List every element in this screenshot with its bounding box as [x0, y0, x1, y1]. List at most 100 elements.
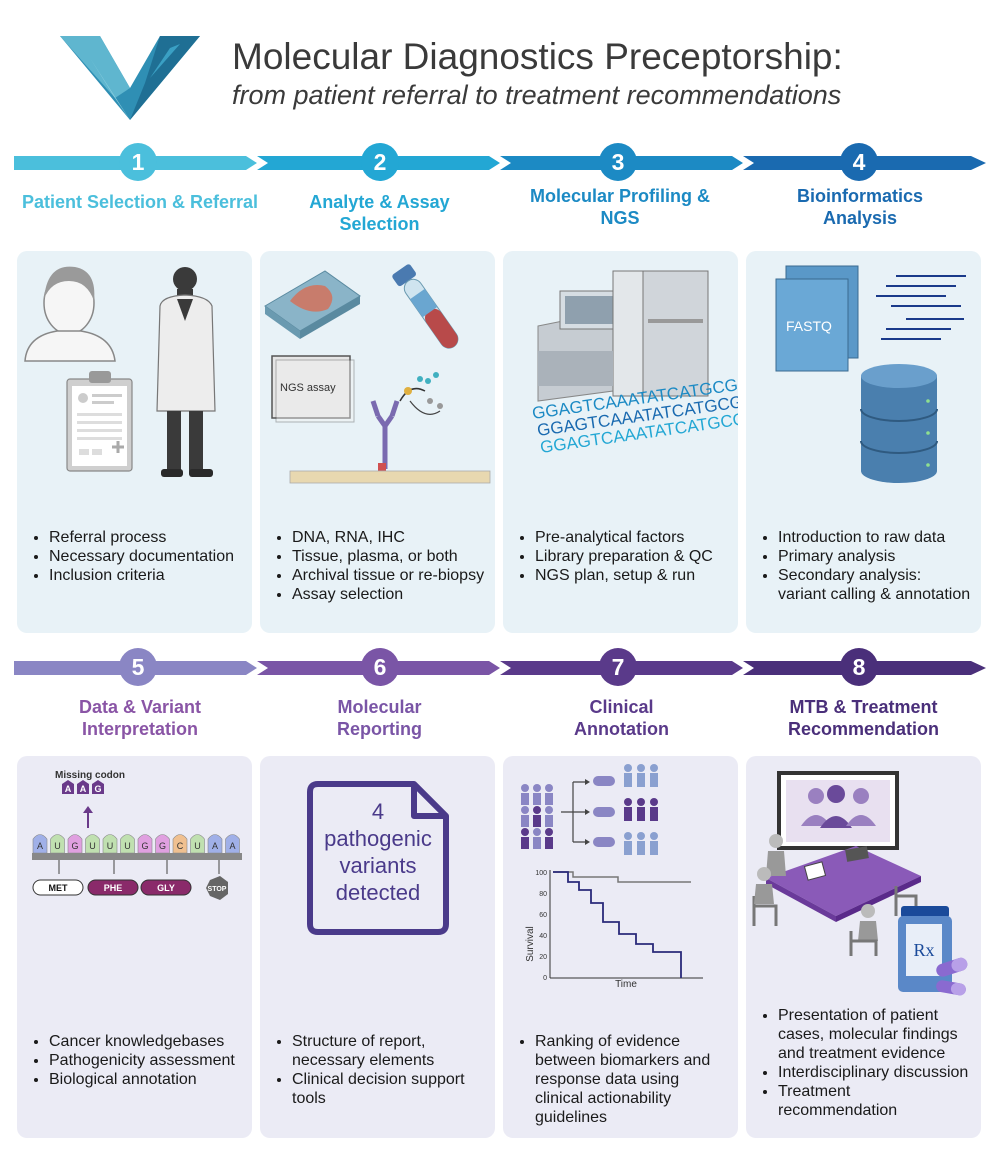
patient-cohort-illustration: [521, 764, 658, 855]
step-5-bullets: Cancer knowledgebases Pathogenicity asse…: [31, 1032, 244, 1089]
missing-codon-base: A: [62, 780, 74, 794]
antibody-illustration: [289, 372, 491, 484]
survival-y-tick: 20: [539, 954, 547, 961]
meeting-table-illustration: [752, 834, 921, 956]
survival-y-tick: 0: [543, 975, 547, 982]
svg-text:A: A: [65, 784, 72, 794]
step-1-bullets: Referral process Necessary documentation…: [31, 528, 244, 585]
svg-text:A: A: [229, 841, 235, 851]
step-1-title: Patient Selection & Referral: [21, 192, 259, 212]
mrna-base: U: [50, 834, 65, 854]
step-6-bullets: Structure of report, necessary elements …: [274, 1032, 487, 1108]
svg-text:G: G: [141, 841, 148, 851]
list-item: Structure of report, necessary elements: [292, 1032, 487, 1070]
list-item: Tissue, plasma, or both: [292, 547, 487, 566]
assay-box-illustration: NGS assay: [271, 355, 355, 423]
assay-box-label: NGS assay: [280, 382, 336, 394]
svg-text:G: G: [159, 841, 166, 851]
mrna-base: U: [190, 834, 205, 854]
fastq-label: FASTQ: [786, 318, 832, 334]
list-item: Cancer knowledgebases: [49, 1032, 244, 1051]
svg-text:GLY: GLY: [157, 883, 175, 893]
missing-codon-base: G: [92, 780, 104, 794]
blood-tube-illustration: [392, 264, 459, 349]
survival-x-label: Time: [615, 979, 637, 990]
survival-y-tick: 40: [539, 933, 547, 940]
survival-y-tick: 60: [539, 912, 547, 919]
report-line: pathogenic: [324, 826, 432, 851]
svg-text:MET: MET: [49, 883, 69, 893]
svg-text:U: U: [89, 841, 96, 851]
mrna-base: A: [32, 834, 48, 854]
svg-text:A: A: [37, 841, 43, 851]
svg-text:A: A: [80, 784, 87, 794]
step-8-panel: Rx Presentation of patient cases, molecu…: [746, 756, 981, 1138]
tissue-slide-illustration: [264, 270, 361, 339]
step-7-title: Clinical Annotation: [574, 697, 669, 739]
list-item: Necessary documentation: [49, 547, 244, 566]
list-item: Pathogenicity assessment: [49, 1051, 244, 1070]
step-1-number: 1: [119, 143, 157, 181]
step-6-number: 6: [361, 648, 399, 686]
step-4-panel: FASTQ Introduction to raw data Primary a…: [746, 251, 981, 633]
svg-text:PHE: PHE: [104, 883, 123, 893]
sequencer-illustration: [537, 270, 709, 402]
mrna-base: U: [85, 834, 100, 854]
sequence-lines-icon: [876, 275, 966, 340]
list-item: Pre-analytical factors: [535, 528, 730, 547]
svg-text:U: U: [194, 841, 201, 851]
video-screen-illustration: [777, 771, 899, 850]
list-item: Archival tissue or re-biopsy: [292, 566, 487, 585]
step-3-number: 3: [599, 143, 637, 181]
step-2-number: 2: [361, 143, 399, 181]
list-item: Biological annotation: [49, 1070, 244, 1089]
report-line: 4: [372, 799, 384, 824]
svg-text:U: U: [107, 841, 114, 851]
page-title: Molecular Diagnostics Preceptorship:: [232, 36, 843, 77]
mrna-base: G: [137, 834, 153, 854]
missing-codon-label: Missing codon: [55, 770, 125, 781]
list-item: Referral process: [49, 528, 244, 547]
report-document-icon: 4 pathogenic variants detected: [307, 781, 449, 935]
step-4-bullets: Introduction to raw data Primary analysi…: [760, 528, 973, 604]
svg-text:STOP: STOP: [208, 886, 227, 893]
page-subtitle: from patient referral to treatment recom…: [232, 80, 842, 110]
amino-acid: GLY: [140, 860, 192, 896]
step-8-bullets: Presentation of patient cases, molecular…: [760, 1006, 973, 1120]
survival-y-label: Survival: [525, 926, 536, 962]
fastq-file-illustration: FASTQ: [775, 265, 859, 372]
patient-illustration: [24, 266, 116, 362]
step-2-panel: NGS assay DNA, RNA, IHC Tissue, plasma, …: [260, 251, 495, 633]
preceptorship-logo: [60, 36, 200, 120]
step-6-title: Molecular Reporting: [337, 697, 422, 739]
step-8-title: MTB & Treatment Recommendation: [787, 697, 940, 739]
mrna-base: G: [67, 834, 83, 854]
amino-acid: PHE: [87, 860, 139, 896]
doctor-illustration: [156, 267, 216, 477]
report-line: variants: [339, 853, 416, 878]
list-item: Assay selection: [292, 585, 487, 604]
step-5-title: Data & Variant Interpretation: [78, 697, 202, 739]
amino-acid-chain: MET PHE GLY STOP: [32, 860, 228, 900]
list-item: Library preparation & QC: [535, 547, 730, 566]
mrna-base: C: [172, 834, 188, 854]
survival-curve-reference: [553, 871, 691, 883]
list-item: Primary analysis: [778, 547, 973, 566]
step-6-panel: 4 pathogenic variants detected Structure…: [260, 756, 495, 1138]
mrna-base: G: [155, 834, 170, 854]
mrna-base: A: [207, 834, 223, 854]
survival-y-tick: 80: [539, 891, 547, 898]
mrna-base: U: [102, 834, 118, 854]
svg-text:U: U: [54, 841, 61, 851]
step-2-title: Analyte & Assay Selection: [309, 192, 450, 234]
medication-bottle-icon: Rx: [898, 906, 968, 996]
list-item: Inclusion criteria: [49, 566, 244, 585]
list-item: Ranking of evidence between biomarkers a…: [535, 1032, 730, 1127]
database-icon: [860, 364, 938, 483]
svg-text:U: U: [124, 841, 131, 851]
mrna-base: A: [225, 834, 240, 854]
